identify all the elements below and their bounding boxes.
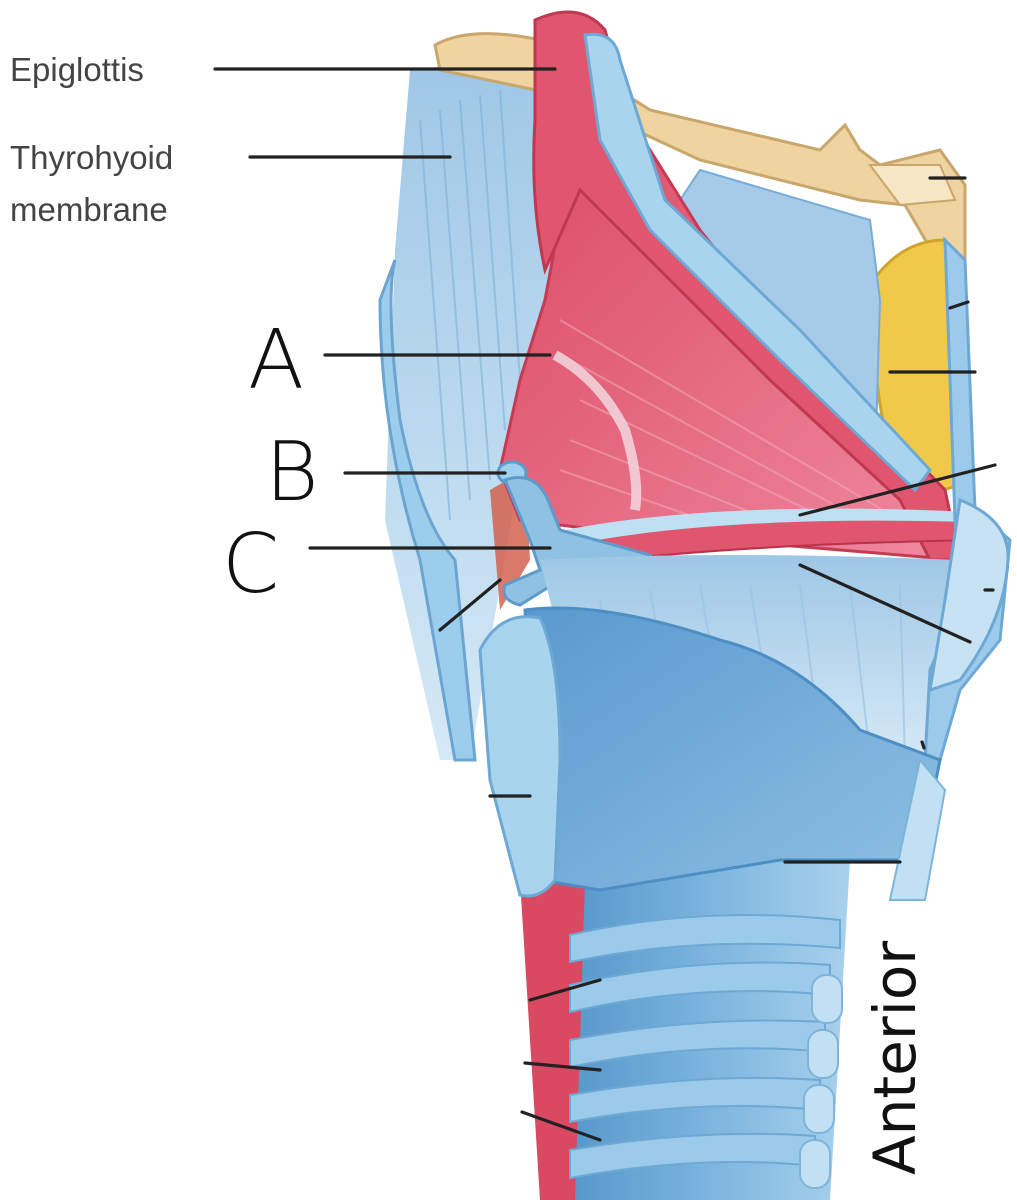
label-thyrohyoid-line2: membrane <box>10 191 168 228</box>
anterior-ring-ends <box>799 974 843 1189</box>
epiglottis-shape <box>532 10 962 562</box>
leader-unlabeled-11 <box>523 1061 602 1072</box>
label-thyrohyoid-line1: Thyrohyoid <box>10 139 173 176</box>
a-streak <box>552 350 642 511</box>
leader-unlabeled-13 <box>920 740 926 750</box>
leader-unlabeled-5 <box>798 563 972 644</box>
label-b: B <box>265 425 319 520</box>
trachea <box>520 860 850 1200</box>
leader-unlabeled-2 <box>948 300 970 310</box>
leader-unlabeled-12 <box>520 1110 602 1142</box>
leader-unlabeled-10 <box>528 978 602 1002</box>
leader-unlabeled-4 <box>798 463 997 517</box>
label-epiglottis: Epiglottis <box>10 51 144 88</box>
label-anterior: Anterior <box>861 941 929 1175</box>
cricoid-cartilage <box>478 606 947 901</box>
label-c: C <box>222 517 279 612</box>
leader-lines <box>213 67 997 1142</box>
leader-unlabeled-7 <box>438 578 502 632</box>
tracheal-rings <box>569 914 841 1180</box>
cricoid-lamina <box>478 615 562 898</box>
label-a: A <box>248 313 304 408</box>
esophageal-wall <box>520 880 585 1200</box>
superior-horn <box>378 259 477 762</box>
